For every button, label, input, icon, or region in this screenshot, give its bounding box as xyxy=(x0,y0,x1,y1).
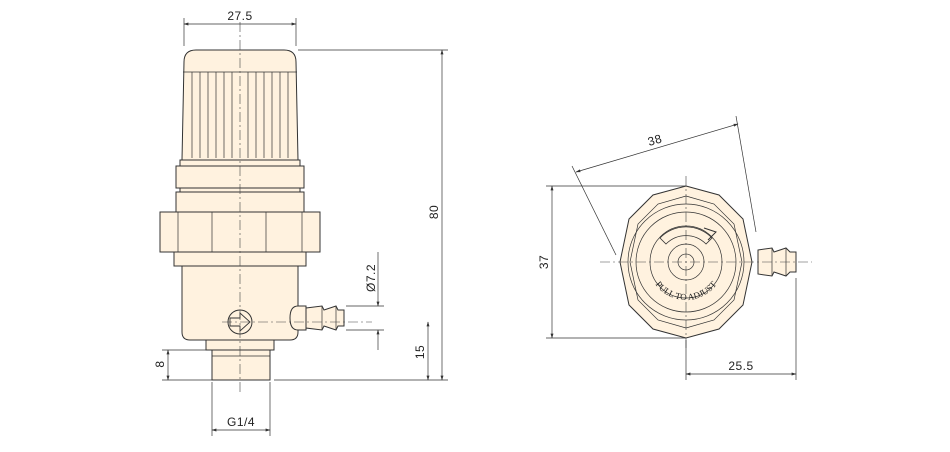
thread-fitting xyxy=(205,339,275,381)
top-view: PULL TO ADJUST 37 38 25.5 xyxy=(537,115,812,380)
dim-thread-length: 8 xyxy=(153,360,167,367)
valve-body xyxy=(181,265,299,341)
adjust-knob xyxy=(181,49,299,161)
knob-ribs xyxy=(191,72,289,158)
dim-across-flats: 37 xyxy=(537,255,551,269)
hose-barb xyxy=(289,305,345,331)
dim-outlet-diameter: Ø7.2 xyxy=(364,264,378,292)
dim-overall-height: 80 xyxy=(427,205,441,219)
dim-across-corners: 38 xyxy=(646,131,664,148)
dim-thread-size: G1/4 xyxy=(227,415,255,429)
front-view: 27.5 80 Ø7.2 15 8 G1/4 xyxy=(153,9,448,436)
dim-outlet-height: 15 xyxy=(413,345,427,359)
dim-top-width: 27.5 xyxy=(227,9,252,23)
dim-outlet-offset: 25.5 xyxy=(728,359,753,373)
